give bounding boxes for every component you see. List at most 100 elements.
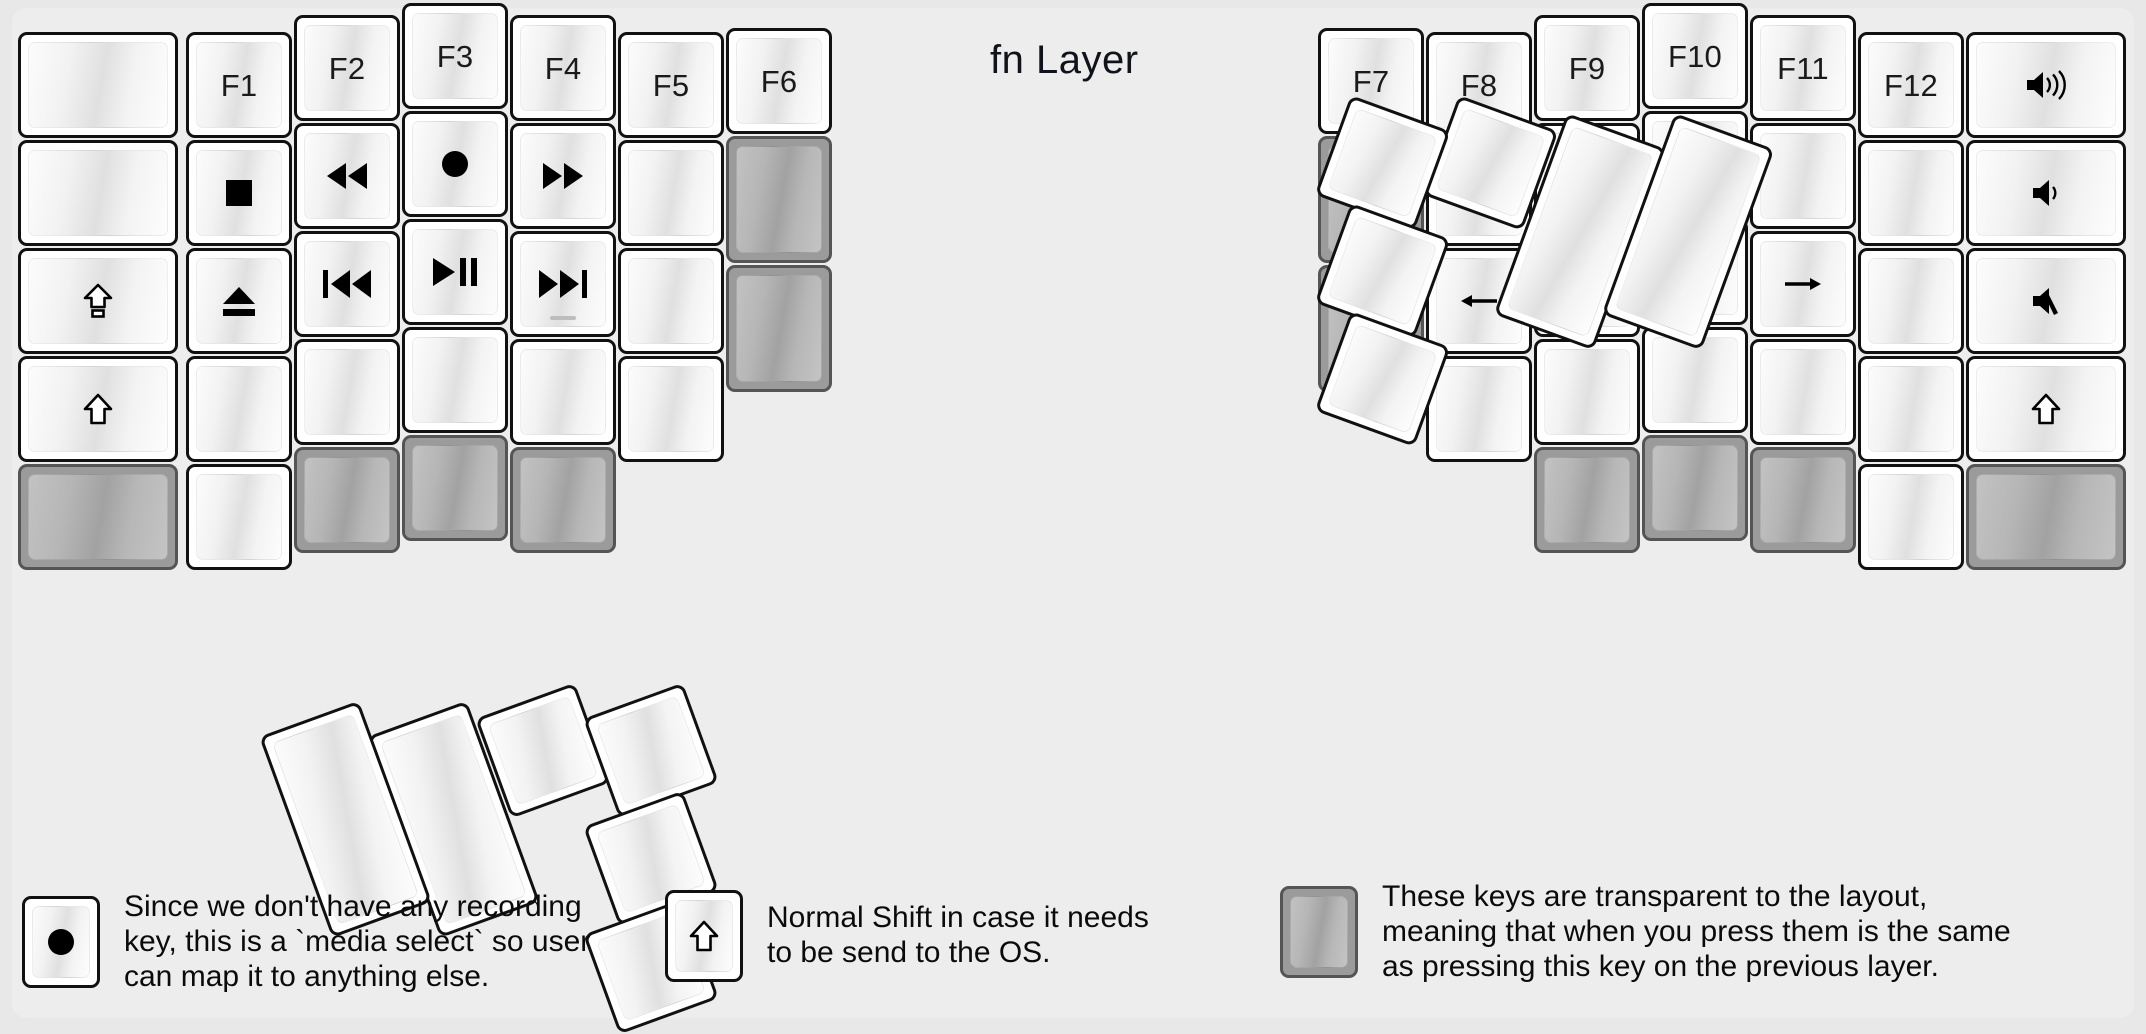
left-pinky-outer-r4[interactable] [18,464,178,570]
left-ring-r1[interactable] [294,123,400,229]
right-index-r0[interactable]: F9 [1534,15,1640,121]
key-label: F4 [544,50,582,86]
left-inner-most-r1[interactable] [726,136,832,263]
left-inner-r1[interactable] [618,140,724,246]
keycap [1976,474,2116,560]
left-middle-r4[interactable] [402,435,508,541]
keycap [304,457,390,543]
left-pinky-r3[interactable] [186,356,292,462]
legend-item-shift: Normal Shift in case it needs to be send… [665,890,1149,982]
keycap [520,241,606,327]
volume-down-icon [2030,177,2062,209]
record-icon [44,925,78,959]
left-inner-most-r2[interactable] [726,265,832,392]
key-label: F5 [652,67,690,103]
legend-sample-key-1[interactable] [22,896,100,989]
key-label: F1 [220,67,258,103]
key-label: F2 [328,50,366,86]
right-ring-r3[interactable] [1750,339,1856,445]
right-pinky-outer-r0[interactable] [1966,32,2126,138]
keycap [628,366,714,452]
right-index-r3[interactable] [1534,339,1640,445]
caps-lock-icon [83,283,113,319]
keycap [1976,258,2116,344]
left-inner-most-r0[interactable]: F6 [726,28,832,134]
left-middle-r0[interactable]: F3 [402,3,508,109]
left-middle-r2[interactable] [402,219,508,325]
left-ring-r0[interactable]: F2 [294,15,400,121]
left-index-r1[interactable] [510,123,616,229]
key-label: F8 [1460,67,1498,103]
keycap [520,349,606,435]
shift-icon [689,920,719,952]
right-pinky-outer-r4[interactable] [1966,464,2126,570]
left-pinky-outer-r2[interactable] [18,248,178,354]
legend-sample-key-3[interactable] [1280,886,1358,979]
left-ring-r4[interactable] [294,447,400,553]
right-pinky-outer-r3[interactable] [1966,356,2126,462]
rewind-icon [324,161,370,191]
right-ring-r1[interactable] [1750,123,1856,229]
keycap [1327,215,1438,327]
left-middle-r3[interactable] [402,327,508,433]
right-pinky-r3[interactable] [1858,356,1964,462]
left-ring-r3[interactable] [294,339,400,445]
left-pinky-outer-r0[interactable] [18,32,178,138]
right-inner-r3[interactable] [1426,356,1532,462]
right-index-r4[interactable] [1534,447,1640,553]
key-label: F11 [1777,50,1829,86]
left-index-r3[interactable] [510,339,616,445]
right-pinky-r1[interactable] [1858,140,1964,246]
right-ring-r2[interactable] [1750,231,1856,337]
right-middle-r4[interactable] [1642,435,1748,541]
left-pinky-r2[interactable] [186,248,292,354]
keycap [412,229,498,315]
left-inner-r0[interactable]: F5 [618,32,724,138]
right-ring-r0[interactable]: F11 [1750,15,1856,121]
legend-sample-key-2[interactable] [665,890,743,982]
keycap: F12 [1868,42,1954,128]
prev-track-icon [321,268,373,300]
left-inner-r2[interactable] [618,248,724,354]
volume-up-icon [2024,69,2068,101]
left-pinky-outer-r3[interactable] [18,356,178,462]
keycap [1544,457,1630,543]
keycap: F3 [412,13,498,99]
key-label: F10 [1667,38,1723,74]
keycap [1868,258,1954,344]
left-pinky-r1[interactable] [186,140,292,246]
keycap [736,275,822,382]
keycap [1435,107,1546,219]
fast-forward-icon [540,161,586,191]
homing-bump [550,316,576,320]
right-pinky-outer-r1[interactable] [1966,140,2126,246]
left-index-r4[interactable] [510,447,616,553]
record-icon [438,147,472,181]
right-pinky-outer-r2[interactable] [1966,248,2126,354]
page-title: fn Layer [990,38,1139,82]
right-pinky-r0[interactable]: F12 [1858,32,1964,138]
right-pinky-r4[interactable] [1858,464,1964,570]
right-middle-r0[interactable]: F10 [1642,3,1748,109]
left-ring-r2[interactable] [294,231,400,337]
left-index-r2[interactable] [510,231,616,337]
right-thumb-key-2[interactable] [1314,95,1451,231]
keycap [1652,445,1738,531]
right-thumb-key-4[interactable] [1314,311,1451,447]
left-inner-r3[interactable] [618,356,724,462]
left-pinky-r0[interactable]: F1 [186,32,292,138]
keycap [1868,474,1954,560]
left-index-r0[interactable]: F4 [510,15,616,121]
keycap [1760,133,1846,219]
left-middle-r1[interactable] [402,111,508,217]
legend-text-shift: Normal Shift in case it needs to be send… [767,901,1149,969]
keycap [1760,349,1846,435]
right-ring-r4[interactable] [1750,447,1856,553]
left-pinky-outer-r1[interactable] [18,140,178,246]
right-thumb-key-3[interactable] [1314,203,1451,339]
right-pinky-r2[interactable] [1858,248,1964,354]
left-pinky-r4[interactable] [186,464,292,570]
keycap [304,133,390,219]
